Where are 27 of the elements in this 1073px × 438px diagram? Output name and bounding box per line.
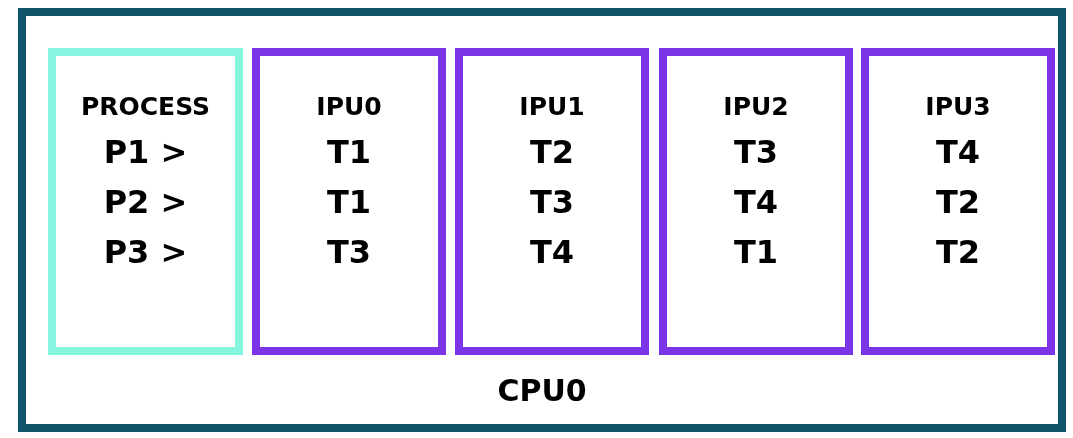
cpu-box xyxy=(18,8,1066,432)
column-heading: PROCESS xyxy=(80,94,211,119)
entry-text: T4 xyxy=(935,136,981,168)
column-heading: IPU2 xyxy=(723,94,789,119)
entry-text: T1 xyxy=(326,136,372,168)
entry-text: P2 > xyxy=(103,186,188,218)
entry-text: T2 xyxy=(529,136,575,168)
cpu-label: CPU0 xyxy=(497,376,587,406)
entry-text: T3 xyxy=(529,186,575,218)
ipu-box xyxy=(252,48,446,355)
ipu-box xyxy=(659,48,853,355)
entry-text: T2 xyxy=(935,186,981,218)
entry-text: T4 xyxy=(529,236,575,268)
entry-text: T1 xyxy=(326,186,372,218)
entry-text: T4 xyxy=(733,186,779,218)
entry-text: P3 > xyxy=(103,236,188,268)
column-heading: IPU0 xyxy=(316,94,382,119)
column-heading: IPU3 xyxy=(925,94,991,119)
column-heading: IPU1 xyxy=(519,94,585,119)
entry-text: T1 xyxy=(733,236,779,268)
entry-text: T3 xyxy=(733,136,779,168)
process-box xyxy=(48,48,243,355)
entry-text: T3 xyxy=(326,236,372,268)
entry-text: P1 > xyxy=(103,136,188,168)
entry-text: T2 xyxy=(935,236,981,268)
ipu-box xyxy=(861,48,1055,355)
ipu-box xyxy=(455,48,649,355)
